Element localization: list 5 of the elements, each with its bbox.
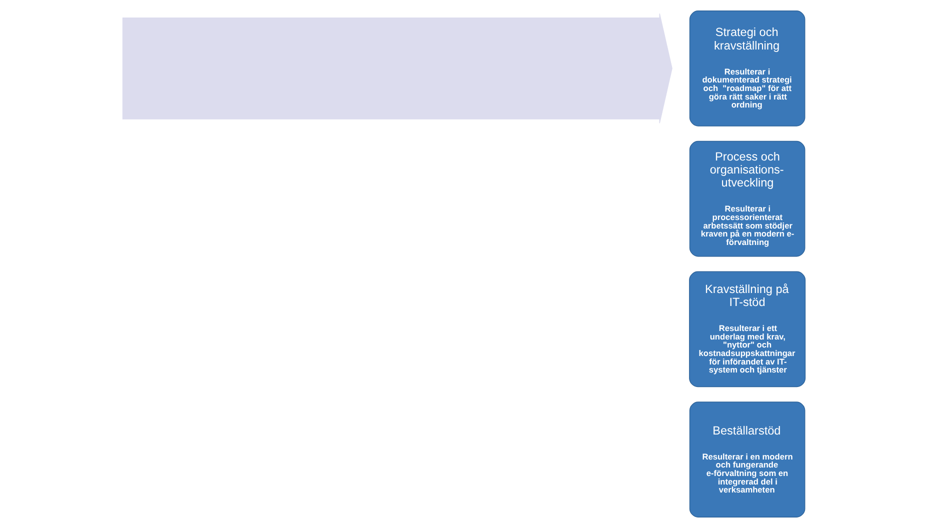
node-arrow (122, 13, 672, 124)
node-box: Process och organisations- utveckling Resulterar i processorienterat arbetssätt som stödjer kraven på en modern e- förvaltning (689, 140, 806, 257)
node-box: Beställarstöd Resulterar i en modern och fungerande e-förvaltning som en integrerad del i verksamheten (689, 402, 806, 518)
node-box: Kravställning på IT-stöd Resulterar i ett underlag med krav, "nyttor" och kostnadsuppskattningar för införandet av IT- system och tjänster (689, 271, 806, 388)
node-box: Strategi och kravställning Resulterar i dokumenterad strategi och "roadmap" för att göra rätt saker i rätt ordning (689, 10, 806, 126)
